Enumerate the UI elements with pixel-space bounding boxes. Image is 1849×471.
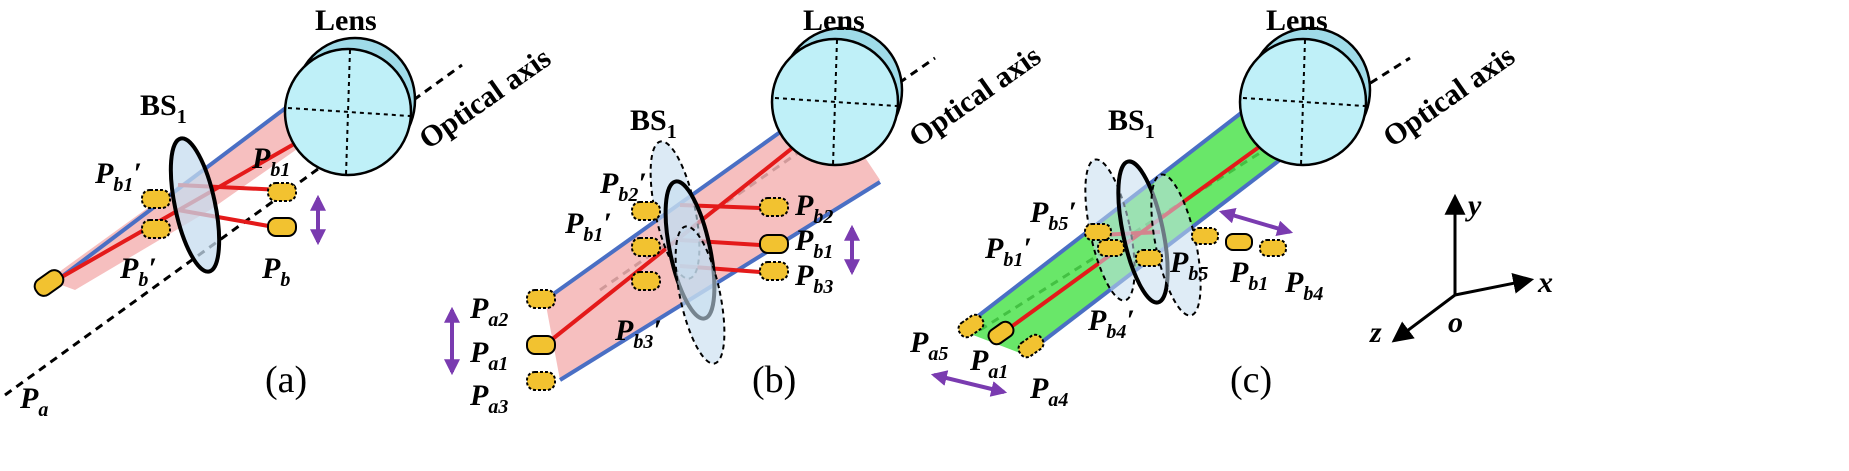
label-pb4: Pb4 bbox=[1284, 266, 1323, 305]
source-pb2 bbox=[759, 197, 789, 217]
axis-y-label: y bbox=[1465, 189, 1482, 222]
source-pb1-prime bbox=[631, 237, 661, 257]
source-pb-prime bbox=[141, 219, 171, 239]
source-pb4-prime bbox=[1135, 249, 1163, 267]
source-pb3 bbox=[759, 261, 789, 281]
label-pb2: Pb2 bbox=[794, 189, 833, 228]
label-pb5-prime: Pb5′ bbox=[1029, 196, 1077, 235]
label-pa4: Pa4 bbox=[1029, 372, 1068, 411]
bs-label: BS1 bbox=[140, 89, 187, 128]
axis-origin-label: o bbox=[1448, 306, 1463, 339]
source-pb5-prime bbox=[1084, 223, 1112, 241]
lens bbox=[1238, 37, 1368, 167]
label-pa: Pa bbox=[19, 382, 48, 421]
source-pb4 bbox=[1259, 239, 1287, 257]
caption-c: (c) bbox=[1230, 359, 1272, 401]
panel-b bbox=[444, 26, 936, 391]
axis-z-label: z bbox=[1369, 316, 1382, 349]
label-pa1: Pa1 bbox=[469, 336, 508, 375]
label-pb4-prime: Pb4′ bbox=[1087, 304, 1135, 343]
label-pa5: Pa5 bbox=[909, 326, 948, 365]
source-pb3-prime bbox=[631, 271, 661, 291]
label-pb1-prime: Pb1′ bbox=[984, 232, 1032, 271]
optical-axis-label: Optical axis bbox=[903, 39, 1047, 154]
lens bbox=[770, 37, 900, 167]
optical-axis-label: Optical axis bbox=[1377, 39, 1521, 154]
coordinate-axes bbox=[1391, 193, 1535, 343]
label-pb1: Pb1 bbox=[1229, 256, 1268, 295]
lens bbox=[283, 47, 413, 177]
label-pb3-prime: Pb3′ bbox=[614, 314, 662, 353]
source-pb1 bbox=[759, 234, 789, 254]
lens-crosshair bbox=[345, 49, 351, 176]
panel-a bbox=[4, 36, 463, 397]
source-pa5 bbox=[957, 313, 985, 339]
label-pa1: Pa1 bbox=[969, 344, 1008, 383]
label-pb: Pb bbox=[261, 252, 290, 291]
lens-label: Lens bbox=[803, 4, 865, 37]
label-pb1-prime: Pb1′ bbox=[564, 207, 612, 246]
lens-label: Lens bbox=[1266, 4, 1328, 37]
label-pa2: Pa2 bbox=[469, 292, 508, 331]
source-pa bbox=[33, 269, 65, 297]
source-pb1 bbox=[1225, 233, 1253, 251]
label-pb3: Pb3 bbox=[794, 259, 833, 298]
caption-b: (b) bbox=[752, 359, 796, 401]
blue-ray bbox=[558, 180, 882, 382]
panel-c bbox=[930, 26, 1411, 397]
x-axis-arrow bbox=[1454, 272, 1535, 297]
source-pb1-prime bbox=[1097, 239, 1125, 257]
source-pb1-prime bbox=[141, 189, 171, 209]
optical-axis-label: Optical axis bbox=[413, 41, 557, 156]
label-pa3: Pa3 bbox=[469, 379, 508, 418]
source-pb1 bbox=[267, 182, 297, 202]
source-pb5 bbox=[1191, 227, 1219, 245]
source-pb bbox=[267, 217, 297, 237]
label-pb-prime: Pb′ bbox=[119, 252, 157, 291]
source-pa1 bbox=[526, 335, 556, 355]
beam-splitter bbox=[168, 136, 222, 274]
move-arrow bbox=[1218, 207, 1294, 237]
label-pb2-prime: Pb2′ bbox=[599, 167, 647, 206]
source-pa3 bbox=[526, 371, 556, 391]
source-pa4 bbox=[1017, 333, 1045, 359]
source-pa1 bbox=[987, 320, 1015, 346]
beam-splitter bbox=[674, 225, 726, 365]
z-axis-arrow bbox=[1391, 293, 1456, 343]
label-pb5: Pb5 bbox=[1169, 246, 1208, 285]
label-pb1: Pb1 bbox=[794, 224, 833, 263]
source-pb2-prime bbox=[631, 201, 661, 221]
label-pb1: Pb1 bbox=[251, 142, 290, 181]
caption-a: (a) bbox=[265, 359, 307, 401]
lens-crosshair bbox=[1300, 39, 1306, 166]
bs-label: BS1 bbox=[1108, 104, 1155, 143]
label-pb1-prime: Pb1′ bbox=[94, 157, 142, 196]
bs-label: BS1 bbox=[630, 104, 677, 143]
lens-label: Lens bbox=[315, 4, 377, 37]
lens-crosshair bbox=[832, 39, 838, 166]
move-arrow bbox=[930, 370, 1008, 397]
source-pa2 bbox=[526, 289, 556, 309]
axis-x-label: x bbox=[1537, 266, 1553, 299]
